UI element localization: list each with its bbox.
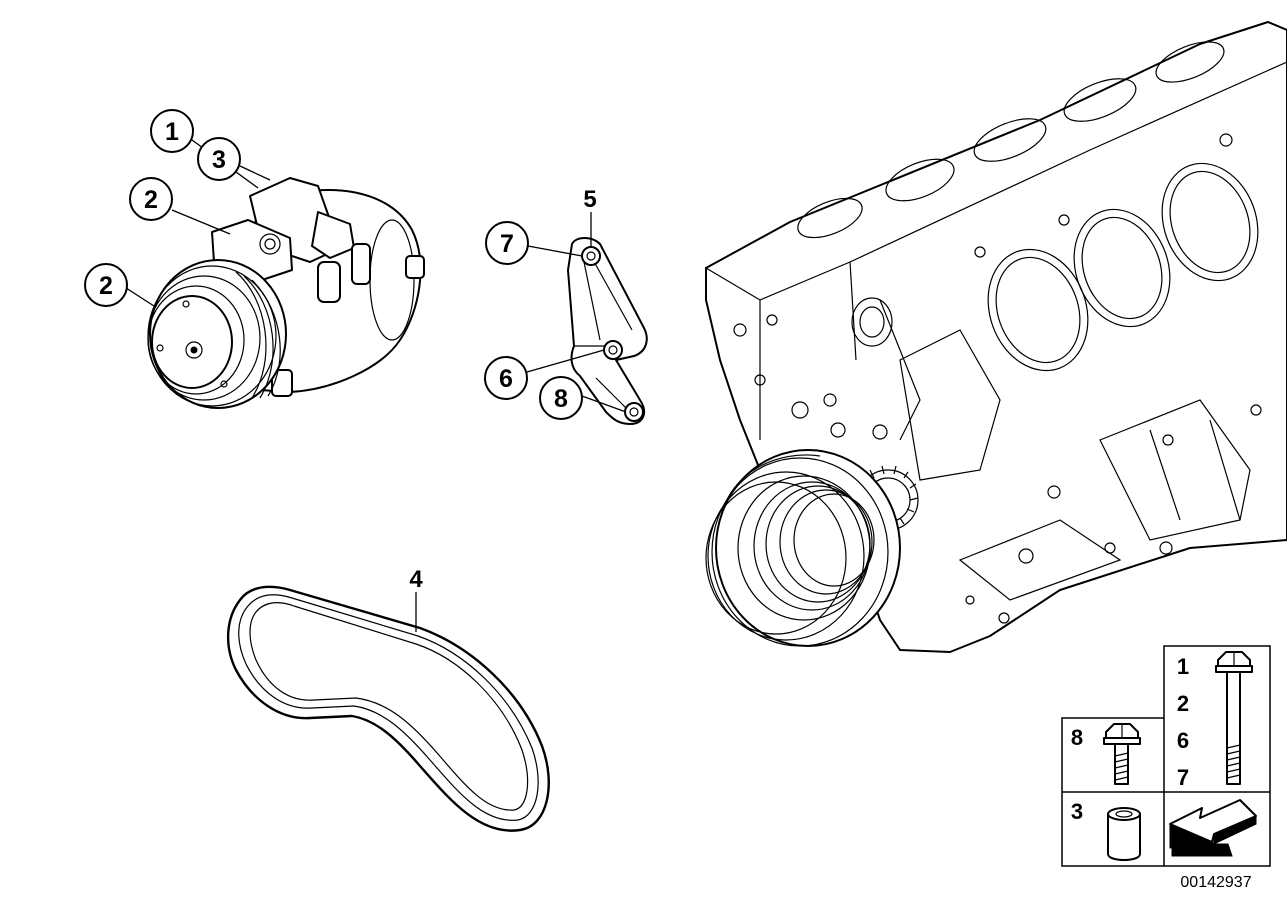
callout-2-upper: 2	[144, 186, 158, 214]
direction-arrow-icon	[1169, 799, 1257, 857]
legend-long-bolt-number-3: 6	[1177, 728, 1189, 753]
engine-block	[705, 21, 1287, 653]
callout-3: 3	[212, 146, 226, 174]
legend-short-bolt-number: 8	[1071, 725, 1083, 750]
callout-1: 1	[165, 118, 179, 146]
legend-long-bolt-number-1: 1	[1177, 654, 1189, 679]
callout-4: 4	[409, 566, 423, 593]
legend-long-bolt-number-4: 7	[1177, 765, 1189, 790]
ac-compressor	[147, 177, 425, 409]
long-bolt-icon	[1215, 651, 1253, 785]
legend-long-bolt-number-2: 2	[1177, 691, 1189, 716]
sleeve-icon	[1107, 807, 1141, 861]
compressor-bracket	[567, 237, 648, 425]
callout-7: 7	[500, 230, 514, 258]
callout-2-lower: 2	[99, 272, 113, 300]
callout-5: 5	[583, 186, 596, 213]
diagram-number: 00142937	[1180, 874, 1251, 891]
callout-6: 6	[499, 365, 513, 393]
hardware-legend: 1 2 6 7 8 3	[1061, 645, 1271, 867]
drive-belt	[226, 585, 550, 832]
crank-pulley	[705, 449, 901, 647]
callouts: 1 3 2 2 5 7 6 8 4	[84, 109, 627, 632]
short-bolt-icon	[1103, 723, 1141, 785]
legend-sleeve-number: 3	[1071, 799, 1083, 824]
callout-8: 8	[554, 385, 568, 413]
